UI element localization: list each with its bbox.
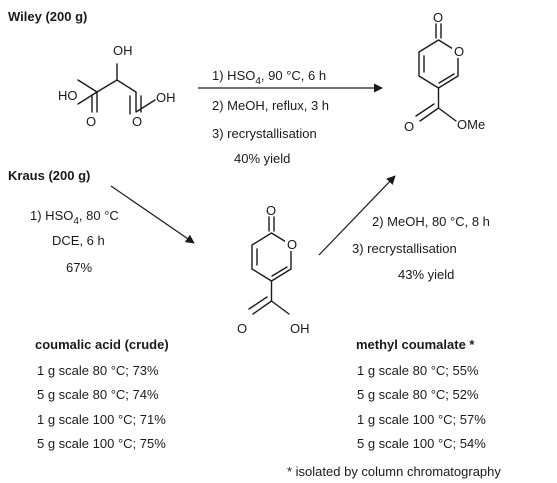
mc-carbonyl-o-label: O (433, 10, 443, 25)
methyl-coumalate-structure: O O O OMe (404, 10, 485, 134)
mc-ester-o-label: O (404, 119, 414, 134)
ca-carbonyl-o-label: O (266, 203, 276, 218)
wiley-condition-1: 1) HSO4, 90 °C, 6 h (212, 68, 326, 87)
coumalic-acid-result-row: 1 g scale 80 °C; 73% (37, 363, 159, 378)
methyl-coumalate-result-row: 5 g scale 80 °C; 52% (357, 387, 479, 402)
coumalic-acid-result-row: 5 g scale 100 °C; 75% (37, 436, 166, 451)
wiley-condition-3: 3) recrystallisation (212, 126, 317, 141)
ca-ring-o-label: O (287, 237, 297, 252)
coumalic-acid-result-row: 1 g scale 100 °C; 71% (37, 412, 166, 427)
wiley-yield: 40% yield (234, 151, 290, 166)
ester-condition-3: 3) recrystallisation (352, 241, 457, 256)
ca-acid-o-label: O (237, 321, 247, 336)
kraus-condition-1: 1) HSO4, 80 °C (30, 208, 119, 227)
malic-o-label: O (86, 114, 96, 129)
footnote: * isolated by column chromatography (287, 464, 501, 479)
coumalic-acid-structure: O O O OH (237, 203, 310, 336)
kraus-yield: 67% (66, 260, 92, 275)
methyl-coumalate-result-row: 5 g scale 100 °C; 54% (357, 436, 486, 451)
ester-yield: 43% yield (398, 267, 454, 282)
malic-oh-label: OH (113, 43, 133, 58)
malic-acid-structure: OH HO OH O O (58, 43, 176, 129)
coumalic-acid-result-row: 5 g scale 80 °C; 74% (37, 387, 159, 402)
coumalic-acid-results-title: coumalic acid (crude) (35, 337, 169, 352)
malic-ho-label: HO (58, 88, 78, 103)
ca-oh-label: OH (290, 321, 310, 336)
methyl-coumalate-result-row: 1 g scale 80 °C; 55% (357, 363, 479, 378)
malic-o2-label: O (132, 114, 142, 129)
wiley-route-title: Wiley (200 g) (8, 9, 87, 24)
kraus-condition-2: DCE, 6 h (52, 233, 105, 248)
methyl-coumalate-results-title: methyl coumalate * (356, 337, 475, 352)
ester-condition-2: 2) MeOH, 80 °C, 8 h (372, 214, 490, 229)
kraus-route-title: Kraus (200 g) (8, 168, 90, 183)
esterification-arrow (318, 175, 396, 256)
mc-ome-label: OMe (457, 117, 485, 132)
malic-oh2-label: OH (156, 90, 176, 105)
kraus-reaction-arrow (110, 185, 195, 244)
mc-ring-o-label: O (454, 44, 464, 59)
methyl-coumalate-result-row: 1 g scale 100 °C; 57% (357, 412, 486, 427)
wiley-condition-2: 2) MeOH, reflux, 3 h (212, 98, 329, 113)
